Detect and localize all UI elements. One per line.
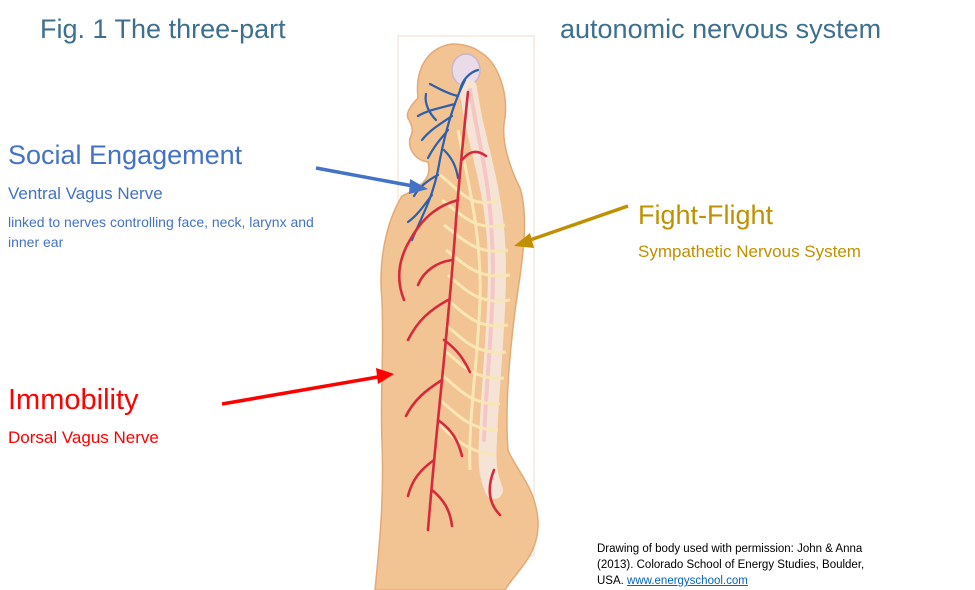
ventral-vagus-description: linked to nerves controlling face, neck,…: [8, 212, 338, 252]
energyschool-link[interactable]: www.energyschool.com: [627, 575, 748, 587]
sympathetic-label: Sympathetic Nervous System: [638, 242, 861, 262]
ventral-vagus-label: Ventral Vagus Nerve: [8, 184, 163, 204]
immobility-heading: Immobility: [8, 384, 139, 417]
credit-line-2: (2013). Colorado School of Energy Studie…: [597, 557, 975, 573]
fight-arrow-line: [530, 206, 628, 240]
dorsal-vagus-label: Dorsal Vagus Nerve: [8, 428, 159, 448]
credit-location: USA.: [597, 575, 627, 587]
immobility-arrow-line: [222, 377, 378, 404]
credit-line-1: Drawing of body used with permission: Jo…: [597, 541, 975, 557]
image-credit: Drawing of body used with permission: Jo…: [597, 541, 975, 589]
body-silhouette: [375, 44, 538, 590]
credit-line-3: USA. www.energyschool.com: [597, 573, 975, 589]
fight-flight-heading: Fight-Flight: [638, 200, 773, 231]
social-engagement-heading: Social Engagement: [8, 140, 242, 171]
